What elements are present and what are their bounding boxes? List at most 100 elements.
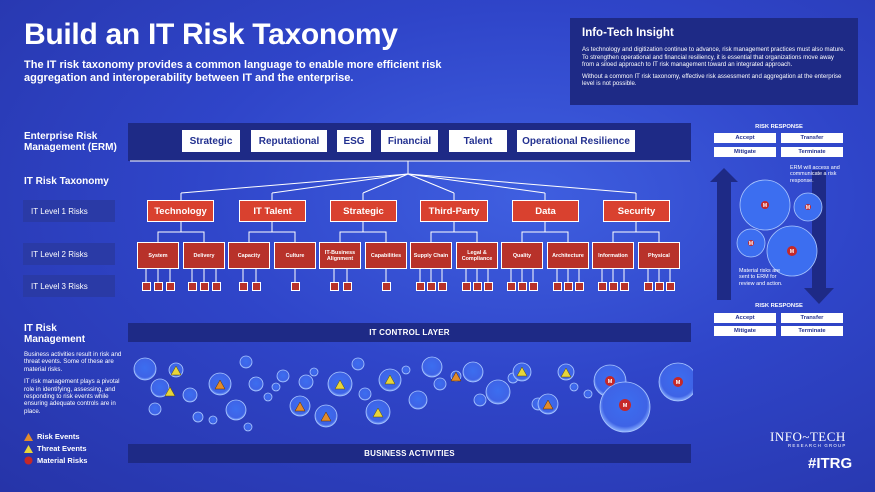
material-letter: M xyxy=(763,203,767,209)
l2-it-business-alignment: IT-Business Alignment xyxy=(319,242,361,269)
l3-item xyxy=(620,282,629,291)
insight-paragraph-2: Without a common IT risk taxonomy, effec… xyxy=(582,72,842,88)
risk-response-title-bottom: RISK RESPONSE xyxy=(755,303,803,309)
l3-item xyxy=(382,282,391,291)
erm-talent: Talent xyxy=(448,129,508,153)
l3-item xyxy=(142,282,151,291)
mitigate-button-top: Mitigate xyxy=(714,147,776,157)
l3-item xyxy=(438,282,447,291)
info-tech-logo: INFO~TECH xyxy=(770,429,846,444)
l1-technology: Technology xyxy=(147,200,214,222)
l1-data: Data xyxy=(512,200,579,222)
material-risk-icon xyxy=(24,456,33,465)
risk-triangle-icon xyxy=(24,432,33,441)
l3-item xyxy=(252,282,261,291)
l1-security: Security xyxy=(603,200,670,222)
l2-culture: Culture xyxy=(274,242,316,269)
l3-item xyxy=(473,282,482,291)
legend-material-risks: Material Risks xyxy=(24,456,87,465)
legend-threat-events: Threat Events xyxy=(24,444,87,453)
itrg-logo: #ITRG xyxy=(808,455,853,472)
legend-threat-label: Threat Events xyxy=(37,444,87,453)
l3-item xyxy=(330,282,339,291)
terminate-button-bottom: Terminate xyxy=(781,326,843,336)
l3-item xyxy=(609,282,618,291)
l3-item xyxy=(212,282,221,291)
level1-label: IT Level 1 Risks xyxy=(23,200,115,222)
taxonomy-label: IT Risk Taxonomy xyxy=(24,176,109,187)
l2-architecture: Architecture xyxy=(547,242,589,269)
l2-supply-chain: Supply Chain xyxy=(410,242,452,269)
erm-strategic: Strategic xyxy=(181,129,241,153)
material-risks xyxy=(605,376,683,411)
note-material-risks: Material risks are sent to ERM for revie… xyxy=(739,268,783,287)
risk-events xyxy=(214,371,554,422)
legend-risk-events: Risk Events xyxy=(24,432,80,441)
risk-response-title-top: RISK RESPONSE xyxy=(755,124,803,130)
threat-events xyxy=(164,365,572,418)
l2-quality: Quality xyxy=(501,242,543,269)
l1-strategic: Strategic xyxy=(330,200,397,222)
l3-item xyxy=(655,282,664,291)
transfer-button-top: Transfer xyxy=(781,133,843,143)
material-letter: M xyxy=(608,379,613,385)
level2-label: IT Level 2 Risks xyxy=(23,243,115,265)
management-label: IT Risk Management xyxy=(24,323,86,345)
erm-operational-resilience: Operational Resilience xyxy=(516,129,636,153)
l2-delivery: Delivery xyxy=(183,242,225,269)
terminate-button-top: Terminate xyxy=(781,147,843,157)
l2-information: Information xyxy=(592,242,634,269)
accept-button-bottom: Accept xyxy=(714,313,776,323)
business-activities-band: BUSINESS ACTIVITIES xyxy=(128,444,691,463)
insight-heading: Info-Tech Insight xyxy=(582,27,674,39)
legend-material-label: Material Risks xyxy=(37,456,88,465)
mitigate-button-bottom: Mitigate xyxy=(714,326,776,336)
l3-item xyxy=(575,282,584,291)
l1-it-talent: IT Talent xyxy=(239,200,306,222)
material-letter: M xyxy=(676,380,681,386)
l3-item xyxy=(200,282,209,291)
l2-system: System xyxy=(137,242,179,269)
l3-item xyxy=(462,282,471,291)
material-letter: M xyxy=(790,249,794,255)
l3-item xyxy=(553,282,562,291)
threat-triangle-icon xyxy=(24,444,33,453)
info-tech-logo-sub: RESEARCH GROUP xyxy=(788,443,847,448)
l3-item xyxy=(529,282,538,291)
legend-risk-label: Risk Events xyxy=(37,432,80,441)
l2-capacity: Capacity xyxy=(228,242,270,269)
erm-label: Enterprise Risk Management (ERM) xyxy=(24,131,117,153)
l3-item xyxy=(416,282,425,291)
material-letter: M xyxy=(749,241,753,247)
erm-esg: ESG xyxy=(336,129,372,153)
l3-item xyxy=(154,282,163,291)
page-title: Build an IT Risk Taxonomy xyxy=(24,18,398,51)
arrow-down-icon xyxy=(804,170,834,304)
l3-item xyxy=(507,282,516,291)
insight-paragraph-1: As technology and digitization continue … xyxy=(582,46,846,69)
accept-button-top: Accept xyxy=(714,133,776,143)
material-letter: M xyxy=(623,403,628,409)
l1-third-party: Third-Party xyxy=(420,200,488,222)
risk-bubbles: M M M xyxy=(133,355,693,433)
l3-item xyxy=(188,282,197,291)
l3-item xyxy=(518,282,527,291)
erm-financial: Financial xyxy=(380,129,439,153)
l3-item xyxy=(239,282,248,291)
l3-item xyxy=(427,282,436,291)
material-letter: M xyxy=(806,205,810,211)
l3-item xyxy=(484,282,493,291)
level3-label: IT Level 3 Risks xyxy=(23,275,115,297)
note-erm-response: ERM will access and communicate a risk r… xyxy=(790,165,840,184)
l3-item xyxy=(644,282,653,291)
management-description: Business activities result in risk and t… xyxy=(24,351,126,415)
l3-item xyxy=(343,282,352,291)
management-paragraph-2: IT risk management plays a pivotal role … xyxy=(24,378,120,415)
arrow-up-icon xyxy=(710,168,738,300)
l2-physical: Physical xyxy=(638,242,680,269)
erm-reputational: Reputational xyxy=(250,129,328,153)
l2-legal-compliance: Legal & Compliance xyxy=(456,242,498,269)
it-control-layer-band: IT CONTROL LAYER xyxy=(128,323,691,342)
insight-panel: Info-Tech Insight As technology and digi… xyxy=(570,18,858,105)
